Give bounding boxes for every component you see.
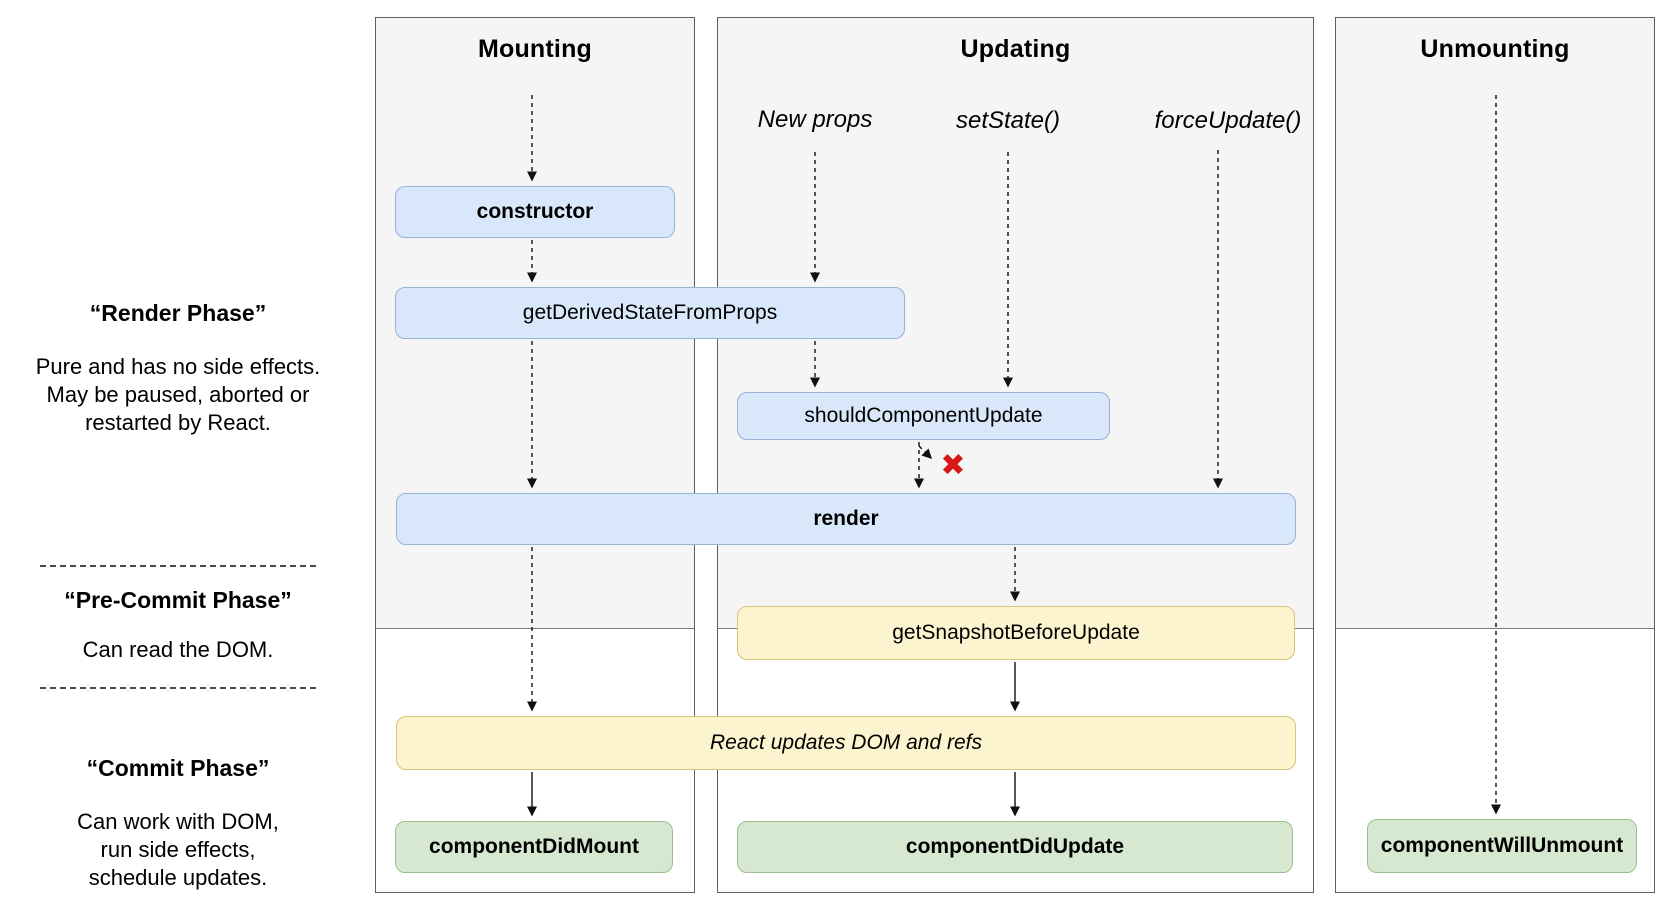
unmounting-render-phase-region: [1336, 18, 1654, 629]
commit-phase-line-2: run side effects,: [100, 837, 256, 862]
render-phase-line-3: restarted by React.: [85, 410, 271, 435]
render-phase-line-1: Pure and has no side effects.: [35, 354, 321, 379]
node-shouldcomponentupdate: shouldComponentUpdate: [737, 392, 1110, 440]
unmounting-column-title: Unmounting: [1420, 35, 1570, 63]
updating-column-title: Updating: [960, 35, 1071, 63]
commit-phase-annotation: “Commit Phase”: [18, 755, 338, 781]
phase-divider-top: [40, 565, 316, 567]
mounting-column-title: Mounting: [477, 35, 593, 63]
node-getderivedstatefromprops: getDerivedStateFromProps: [395, 287, 905, 339]
node-componentdidupdate: componentDidUpdate: [737, 821, 1293, 873]
commit-phase-description: Can work with DOM, run side effects, sch…: [18, 808, 338, 892]
commit-phase-title: “Commit Phase”: [86, 755, 270, 781]
node-render: render: [396, 493, 1296, 545]
trigger-new-props: New props: [757, 106, 873, 133]
pre-commit-phase-annotation: “Pre-Commit Phase”: [18, 587, 338, 613]
render-phase-line-2: May be paused, aborted or: [46, 382, 310, 407]
pre-commit-phase-line-1: Can read the DOM.: [82, 637, 274, 662]
commit-phase-line-3: schedule updates.: [88, 865, 268, 890]
trigger-force-update: forceUpdate(): [1154, 107, 1302, 134]
node-componentdidmount: componentDidMount: [395, 821, 673, 873]
trigger-set-state: setState(): [955, 107, 1061, 134]
node-constructor: constructor: [395, 186, 675, 238]
node-react-updates-dom: React updates DOM and refs: [396, 716, 1296, 770]
commit-phase-line-1: Can work with DOM,: [77, 809, 279, 834]
pre-commit-phase-title: “Pre-Commit Phase”: [64, 587, 292, 613]
node-componentwillunmount: componentWillUnmount: [1367, 819, 1637, 873]
panel-unmounting: Unmounting: [1335, 17, 1655, 893]
render-phase-description: Pure and has no side effects. May be pau…: [18, 353, 338, 437]
phase-divider-bottom: [40, 687, 316, 689]
node-getsnapshotbeforeupdate: getSnapshotBeforeUpdate: [737, 606, 1295, 660]
arrow-shouldupdate-abort: [918, 445, 933, 460]
pre-commit-phase-description: Can read the DOM.: [18, 636, 338, 664]
render-phase-annotation: “Render Phase”: [18, 300, 338, 326]
skip-render-cross-icon: ✖: [940, 449, 966, 482]
render-phase-title: “Render Phase”: [89, 300, 267, 326]
